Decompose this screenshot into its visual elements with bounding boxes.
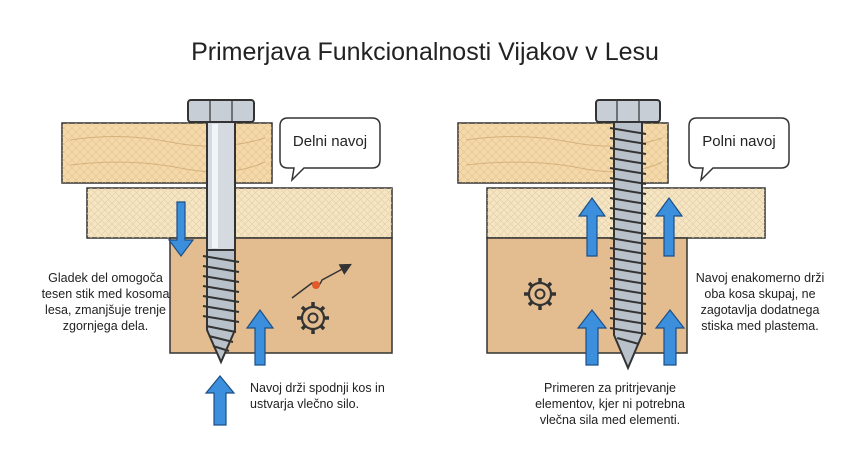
thread-line [609,257,647,265]
caption-smooth-shank: Gladek del omogoča tesen stik med kosoma… [41,271,170,333]
caption-full-thread: Navoj enakomerno drži oba kosa skupaj, n… [695,271,825,333]
thread-line [609,227,647,235]
thread-line [609,127,647,135]
speech-bubble-left [279,117,381,183]
gear-icon [297,302,329,334]
thread-line [609,207,647,215]
bubble-label-right: Polni navoj [702,133,776,150]
bubble-label-left: Delni navoj [292,133,368,150]
force-arrow-up-4 [654,309,686,366]
thread-line [609,147,647,155]
force-arrow-up-bottom [204,375,236,426]
thread-line [609,137,647,145]
thread-line [609,327,647,335]
caption-thread-pull: Navoj drži spodnji kos in ustvarja vlečn… [250,381,385,411]
thread-line [609,157,647,165]
left-panel [61,99,393,426]
thread-line [609,287,647,295]
gear-icon-right [524,278,556,310]
screw-partial-thread [187,99,255,365]
caption-use-case: Primeren za pritrjevanje elementov, kjer… [535,381,685,427]
thread-line [609,237,647,245]
force-arrow-up-2 [576,309,608,366]
force-arrow-up-3 [654,196,684,257]
thread-line [609,197,647,205]
thread-line [609,317,647,325]
thread-line [609,297,647,305]
page-title: Primerjava Funkcionalnosti Vijakov v Les… [191,38,659,66]
force-arrow-down [167,201,195,257]
speech-bubble-right [688,117,790,183]
thread-line [609,187,647,195]
force-arrow-up-right [245,308,275,366]
screw-full-thread [595,99,661,371]
thread-line [609,267,647,275]
pull-force-arrow-icon [291,263,352,299]
thread-line [609,277,647,285]
thread-line [609,307,647,315]
thread-line [609,167,647,175]
thread-line [609,217,647,225]
right-panel [457,99,790,371]
force-arrow-up-1 [577,196,607,257]
thread-line [616,337,640,345]
thread-line [609,177,647,185]
thread-line [609,247,647,255]
